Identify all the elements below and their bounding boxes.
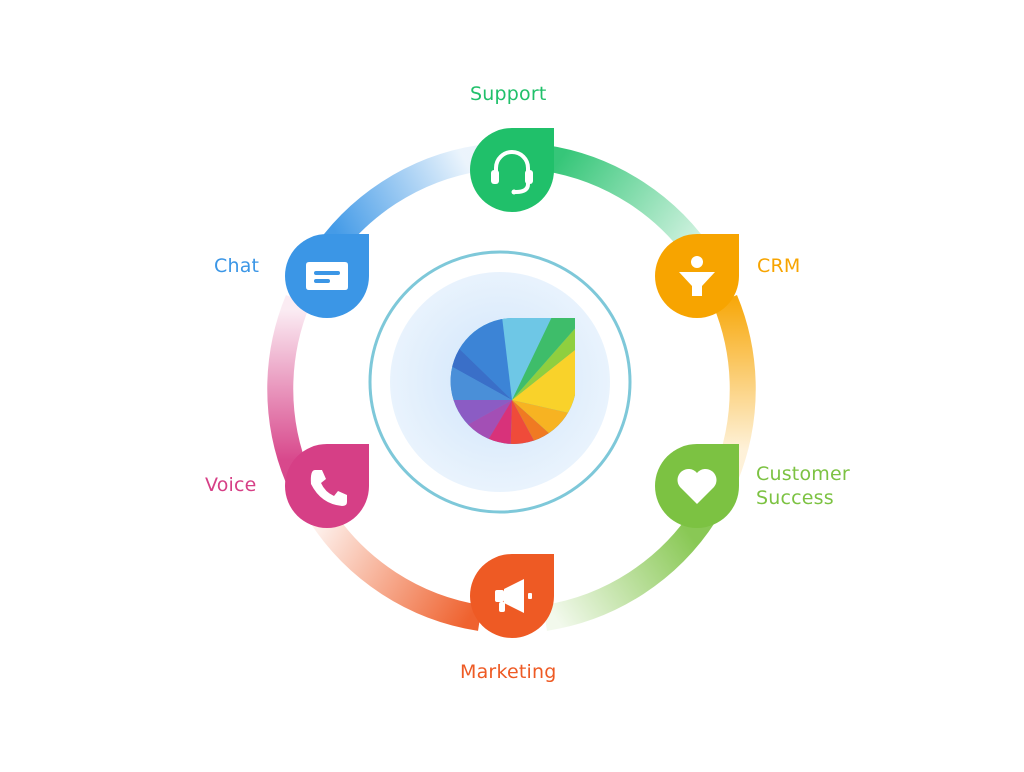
label-customer-success-line-2: Success	[756, 487, 834, 509]
node-support[interactable]	[470, 128, 554, 212]
ring-arc-voice-chat	[267, 295, 311, 483]
label-customer-success-line-1: Customer	[756, 463, 850, 485]
heart-icon	[677, 468, 717, 504]
center-hub	[368, 250, 632, 514]
node-marketing[interactable]	[470, 554, 554, 638]
megaphone-icon	[495, 579, 532, 613]
chat-bubble-icon	[306, 262, 348, 290]
label-customer-success: Customer Success	[756, 462, 850, 510]
label-support: Support	[470, 83, 547, 105]
node-voice[interactable]	[285, 444, 369, 528]
ring-arc-marketing-voice	[309, 506, 483, 631]
node-chat[interactable]	[285, 234, 369, 318]
label-crm: CRM	[757, 255, 801, 277]
headset-icon	[491, 150, 533, 195]
label-marketing: Marketing	[460, 661, 557, 683]
phone-icon	[310, 470, 347, 506]
ring-arc-success-marketing	[542, 506, 716, 631]
node-crm[interactable]	[655, 234, 739, 318]
label-voice: Voice	[205, 474, 257, 496]
node-customer-success[interactable]	[655, 444, 739, 528]
label-chat: Chat	[214, 255, 260, 277]
funnel-user-icon	[679, 256, 715, 296]
